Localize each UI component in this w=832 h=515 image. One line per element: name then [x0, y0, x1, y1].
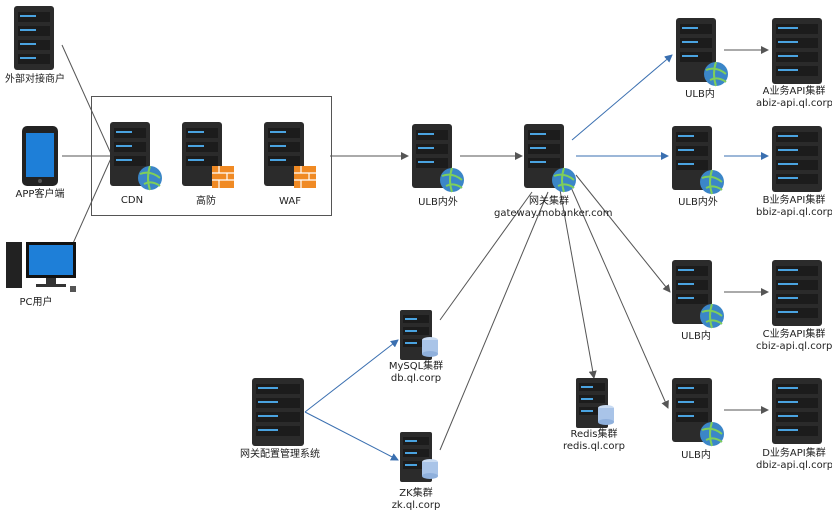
server-globe-icon [676, 18, 728, 87]
biz-b-title: B业务API集群 [762, 195, 826, 206]
mysql-label: MySQL集群 db.ql.corp [380, 361, 452, 385]
edge-merchant-cdn [61, 44, 113, 157]
edge-security-group [91, 96, 332, 216]
ulb-c-label: ULB内 [681, 331, 711, 342]
gateway-title: 网关集群 [529, 196, 569, 207]
ulb-b-label: ULB内外 [678, 197, 718, 208]
database-server-icon [400, 310, 438, 360]
server-globe-icon [672, 378, 724, 447]
biz-a-label: A业务API集群 abiz-api.ql.corp [756, 86, 832, 110]
server-globe-icon [110, 122, 162, 191]
biz-a-title: A业务API集群 [762, 86, 826, 97]
biz-d-label: D业务API集群 dbiz-api.ql.corp [756, 448, 832, 472]
desktop-computer-icon [6, 242, 76, 292]
app-client-label: APP客户端 [15, 189, 65, 200]
edge-config-zk [304, 411, 399, 461]
edge-gateway-ulb-d [569, 184, 669, 409]
edge-gateway-mysql [439, 191, 533, 321]
external-merchant-label: 外部对接商户 [5, 74, 65, 85]
biz-b-domain: bbiz-api.ql.corp [756, 207, 832, 218]
server-globe-icon [672, 126, 724, 195]
zk-label: ZK集群 zk.ql.corp [380, 488, 452, 512]
database-server-icon [576, 378, 614, 428]
waf-label: WAF [279, 196, 301, 207]
ulb-a-label: ULB内 [685, 89, 715, 100]
biz-d-domain: dbiz-api.ql.corp [756, 460, 832, 471]
phone-icon [22, 126, 58, 186]
config-sys-label: 网关配置管理系统 [240, 449, 320, 460]
mysql-title: MySQL集群 [388, 361, 444, 372]
redis-domain: redis.ql.corp [563, 441, 625, 452]
edge-gateway-ulb-c [575, 174, 671, 293]
server-icon [14, 6, 54, 70]
redis-label: Redis集群 redis.ql.corp [556, 429, 632, 453]
ulb-d-label: ULB内 [681, 450, 711, 461]
server-icon [772, 126, 822, 192]
biz-c-label: C业务API集群 cbiz-api.ql.corp [756, 329, 832, 353]
server-firewall-icon [264, 122, 316, 188]
ulb-outer-label: ULB内外 [418, 197, 458, 208]
gaofang-label: 高防 [196, 196, 216, 207]
server-globe-icon [672, 260, 724, 329]
zk-domain: zk.ql.corp [391, 500, 441, 511]
cdn-label: CDN [120, 195, 144, 206]
mysql-domain: db.ql.corp [390, 373, 442, 384]
biz-d-title: D业务API集群 [762, 448, 826, 459]
biz-c-title: C业务API集群 [762, 329, 826, 340]
server-firewall-icon [182, 122, 234, 188]
edge-gateway-ulb-a [571, 54, 673, 141]
server-globe-icon [524, 124, 576, 193]
server-icon [772, 378, 822, 444]
gateway-domain: gateway.mobanker.com [494, 208, 613, 219]
pc-user-label: PC用户 [19, 297, 53, 308]
biz-b-label: B业务API集群 bbiz-api.ql.corp [756, 195, 832, 219]
server-icon [772, 260, 822, 326]
edge-config-mysql [304, 339, 399, 413]
biz-a-domain: abiz-api.ql.corp [756, 98, 832, 109]
server-globe-icon [412, 124, 464, 193]
edge-gateway-zk [439, 191, 549, 451]
edge-gateway-redis [559, 189, 597, 379]
gateway-label: 网关集群 gateway.mobanker.com [494, 196, 613, 220]
database-server-icon [400, 432, 438, 482]
server-icon [772, 18, 822, 84]
server-icon [252, 378, 304, 446]
redis-title: Redis集群 [570, 429, 618, 440]
biz-c-domain: cbiz-api.ql.corp [756, 341, 832, 352]
zk-title: ZK集群 [399, 488, 433, 499]
